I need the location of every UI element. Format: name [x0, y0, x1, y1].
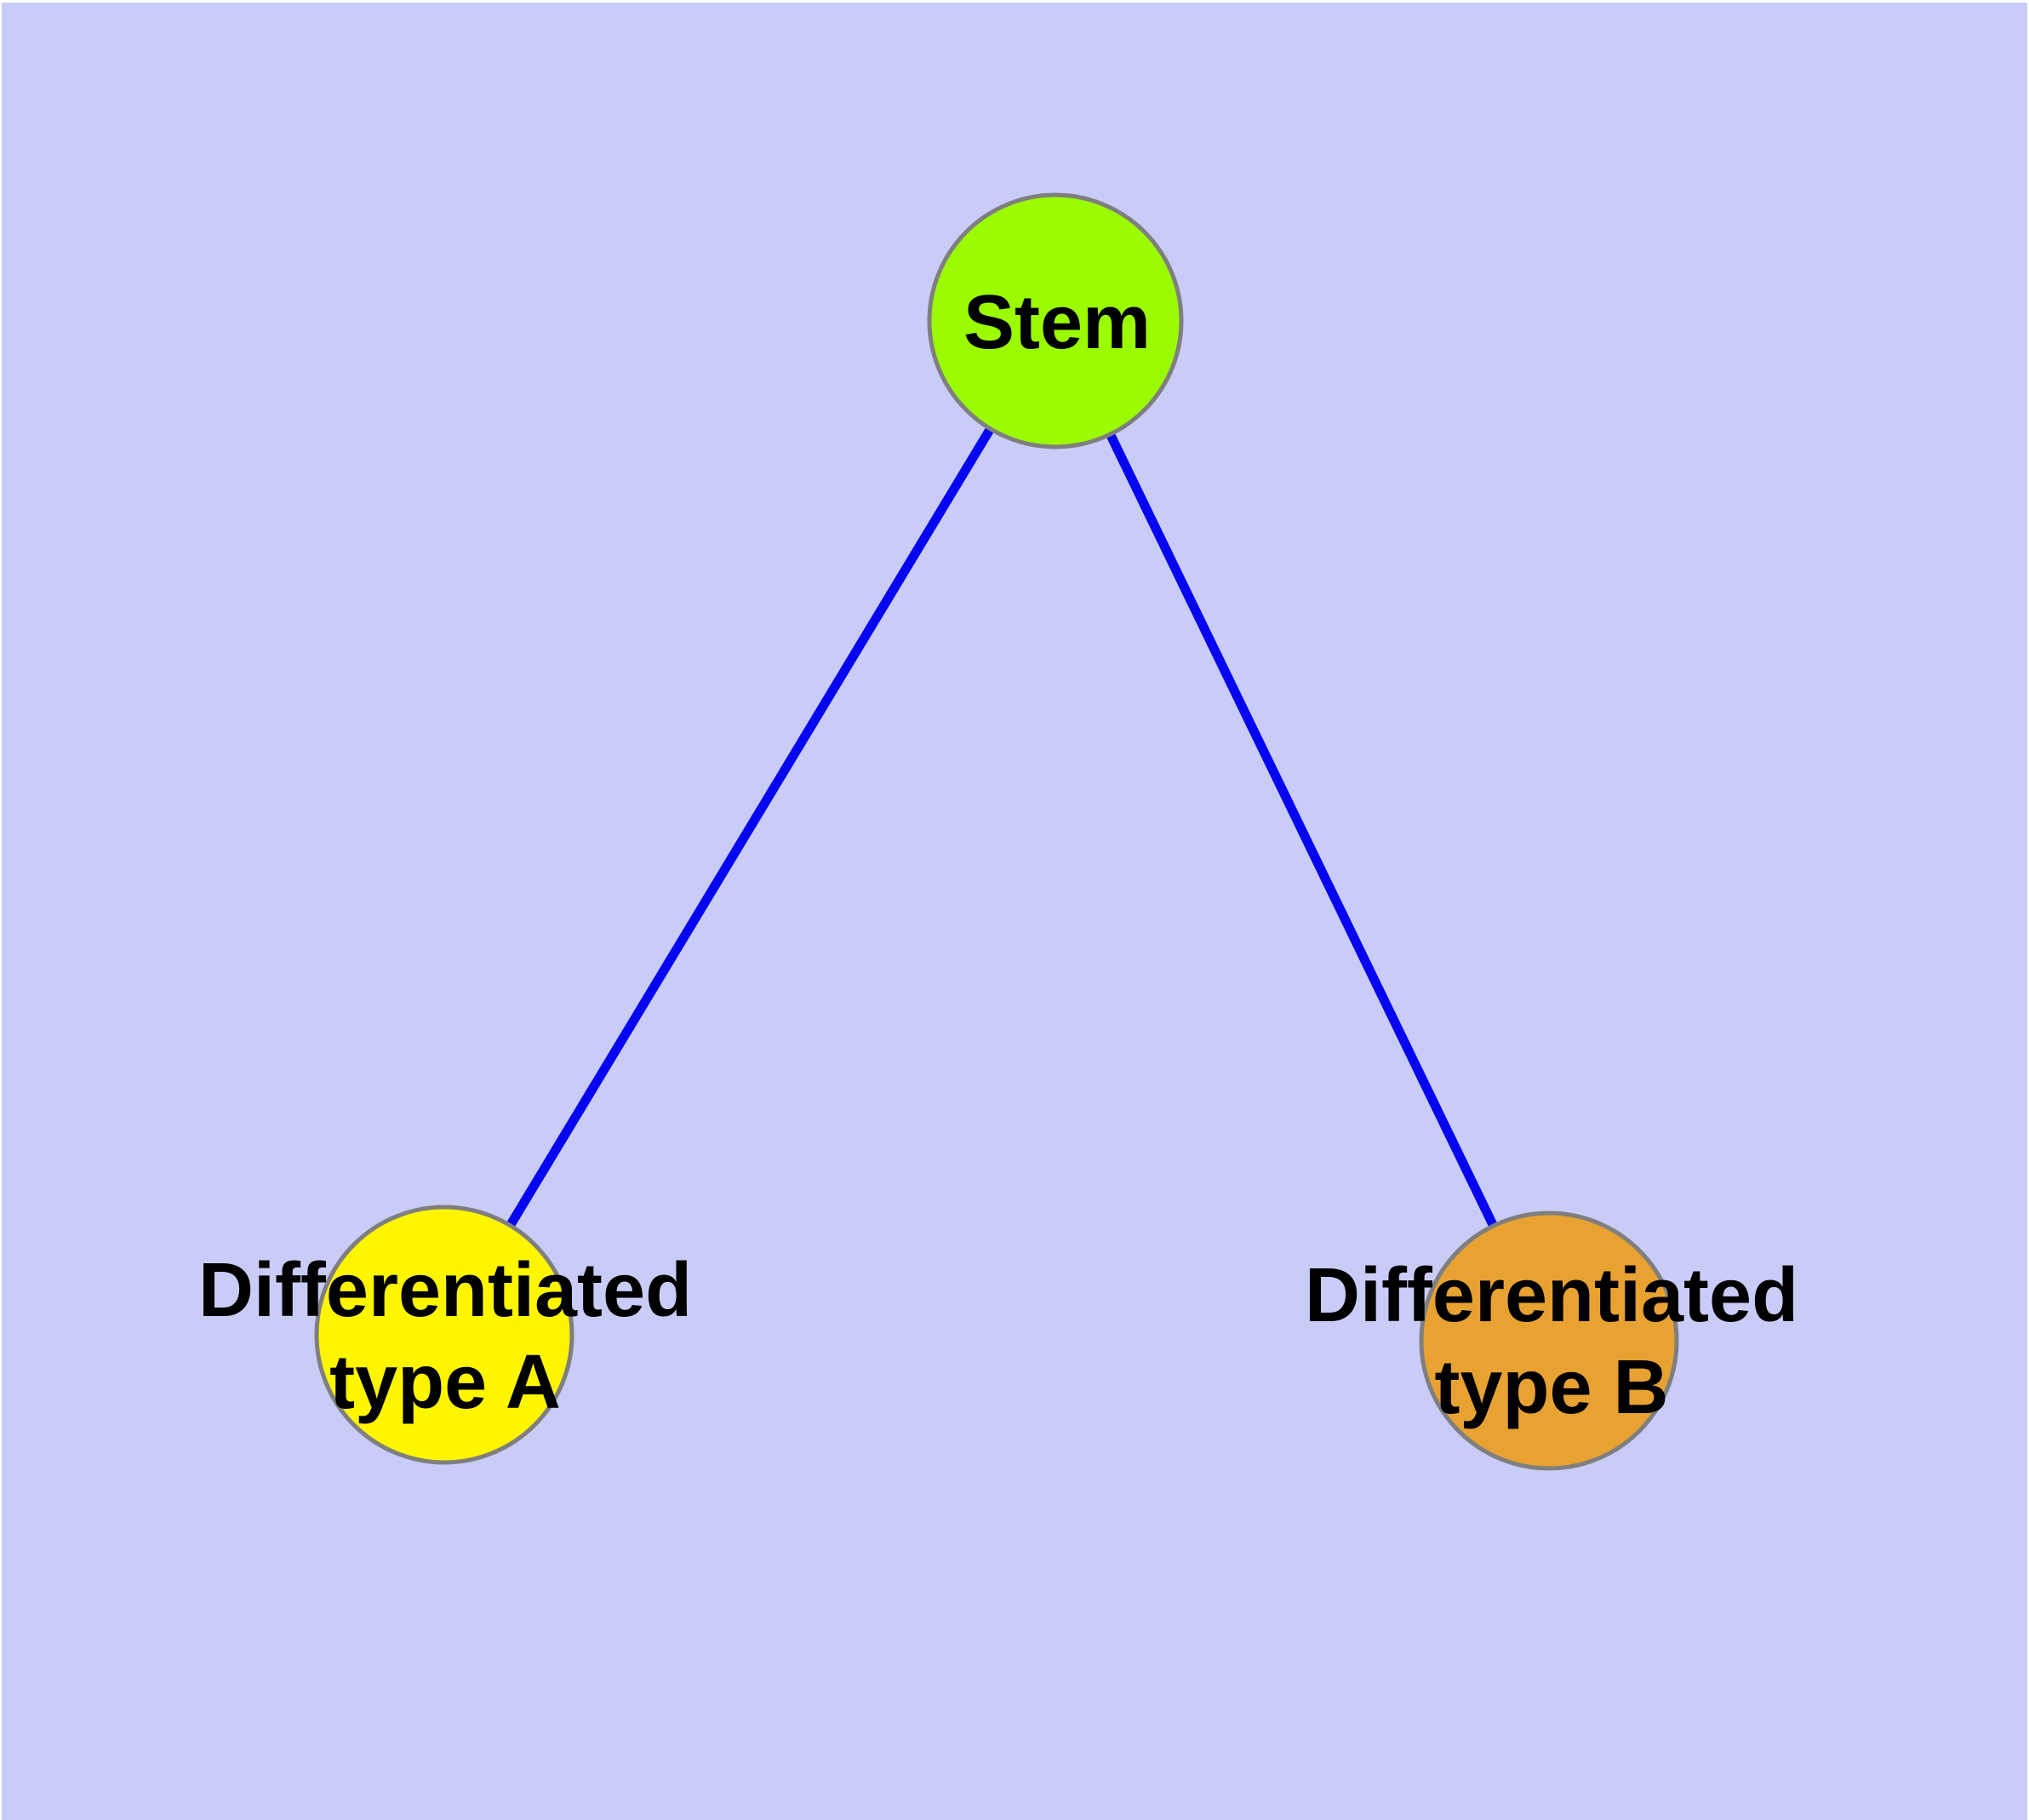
node-type-a-circle [314, 1205, 574, 1465]
node-stem-circle [927, 192, 1184, 449]
node-label-stem: Stem [963, 280, 1152, 365]
node-label-differentiated-type-b: Differentiated type B [1304, 1253, 1799, 1430]
edge-stem-to-type-a [440, 318, 1060, 1337]
edge-stem-to-type-b [1051, 318, 1553, 1343]
graph-canvas [314, 192, 1679, 1471]
diagram-background: Stem Differentiated type A Differentiate… [2, 3, 2027, 1820]
node-label-differentiated-type-a: Differentiated type A [197, 1248, 693, 1425]
node-type-b-circle [1419, 1210, 1679, 1471]
